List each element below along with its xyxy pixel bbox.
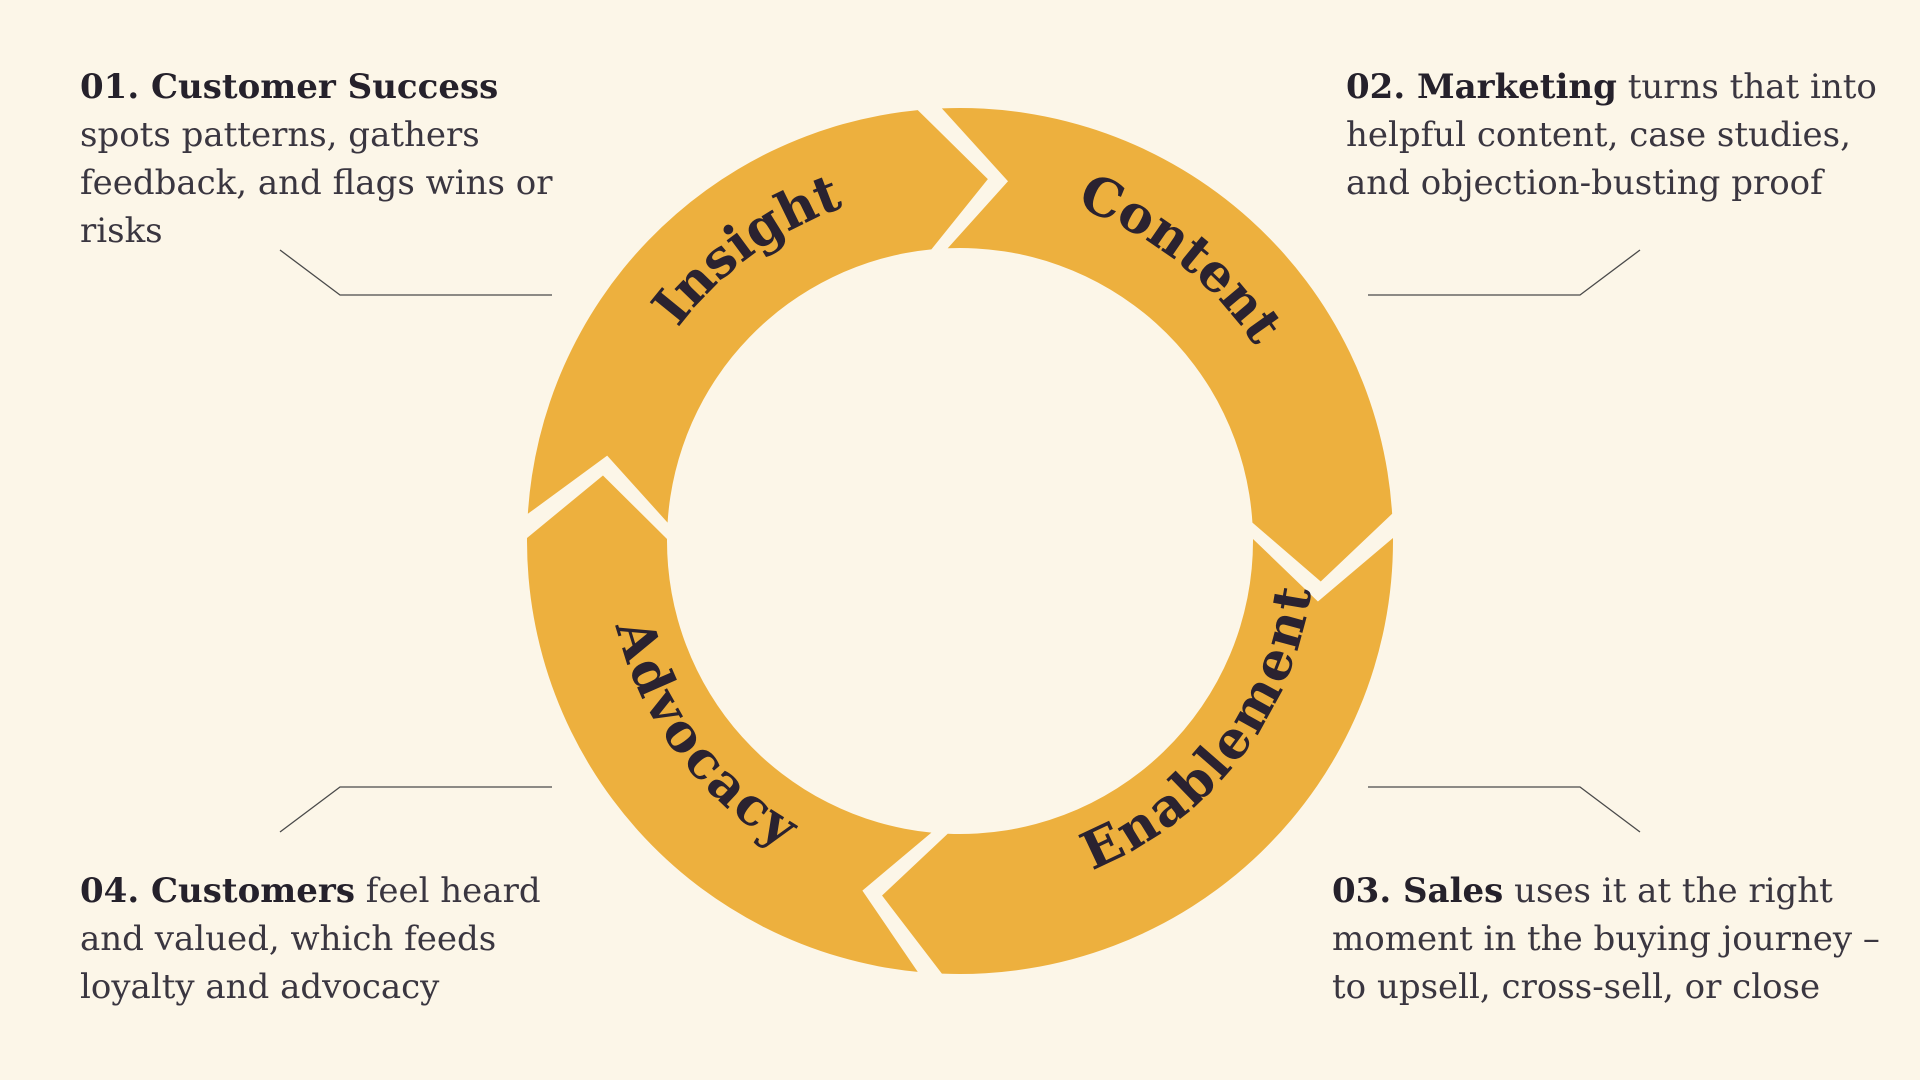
cycle-segments — [527, 108, 1393, 975]
segment-enablement — [882, 537, 1393, 975]
connector-line-3 — [1368, 786, 1641, 833]
segment-insight — [527, 110, 988, 523]
step-note-marketing: 02. Marketing turns that into helpful co… — [1346, 67, 1877, 203]
segment-content — [941, 108, 1393, 582]
step-note-customer-success: 01. Customer Success spots patterns, gat… — [80, 67, 553, 251]
segment-advocacy — [527, 475, 932, 972]
connector-line-1 — [279, 249, 552, 296]
connector-line-2 — [1368, 249, 1641, 296]
step-note-customers: 04. Customers feel heard and valued, whi… — [80, 871, 541, 1007]
connector-line-4 — [279, 786, 552, 833]
step-note-sales: 03. Sales uses it at the right moment in… — [1332, 871, 1880, 1007]
